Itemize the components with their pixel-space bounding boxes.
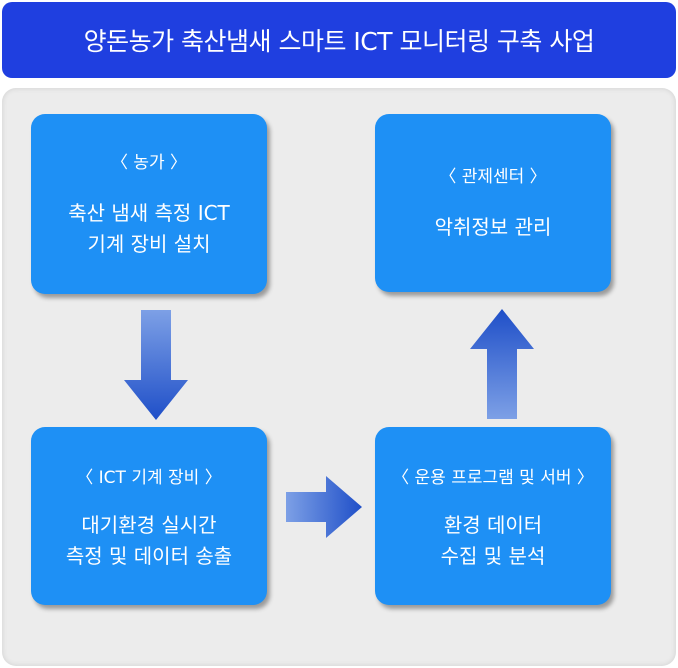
server-box-header: 〈 운용 프로그램 및 서버 〉 xyxy=(392,468,594,488)
control-center-box-body: 악취정보 관리 xyxy=(375,212,611,243)
farm-box-header: 〈 농가 〉 xyxy=(110,153,188,173)
control-center-box-header: 〈 관제센터 〉 xyxy=(439,167,547,187)
diagram-title: 양돈농가 축산냄새 스마트 ICT 모니터링 구축 사업 xyxy=(2,2,676,78)
arrow-right-icon xyxy=(286,476,362,538)
farm-box-line-2: 기계 장비 설치 xyxy=(87,232,211,256)
farm-box-body: 축산 냄새 측정 ICT 기계 장비 설치 xyxy=(31,198,267,260)
arrow-up-icon xyxy=(470,309,534,419)
control-center-box: 〈 관제센터 〉 악취정보 관리 xyxy=(375,114,611,292)
ict-equipment-box-header: 〈 ICT 기계 장비 〉 xyxy=(76,468,222,488)
server-box-body: 환경 데이터 수집 및 분석 xyxy=(375,510,611,572)
ict-equipment-box: 〈 ICT 기계 장비 〉 대기환경 실시간 측정 및 데이터 송출 xyxy=(31,427,267,605)
ict-equipment-box-line-1: 대기환경 실시간 xyxy=(81,513,217,537)
arrow-down-icon xyxy=(124,310,188,420)
farm-box: 〈 농가 〉 축산 냄새 측정 ICT 기계 장비 설치 xyxy=(31,114,267,294)
server-box-line-2: 수집 및 분석 xyxy=(440,544,546,568)
ict-equipment-box-body: 대기환경 실시간 측정 및 데이터 송출 xyxy=(31,510,267,572)
server-box-line-1: 환경 데이터 xyxy=(443,513,543,537)
farm-box-line-1: 축산 냄새 측정 ICT xyxy=(68,201,230,225)
server-box: 〈 운용 프로그램 및 서버 〉 환경 데이터 수집 및 분석 xyxy=(375,427,611,605)
ict-equipment-box-line-2: 측정 및 데이터 송출 xyxy=(65,544,233,568)
control-center-box-line-1: 악취정보 관리 xyxy=(434,215,552,239)
